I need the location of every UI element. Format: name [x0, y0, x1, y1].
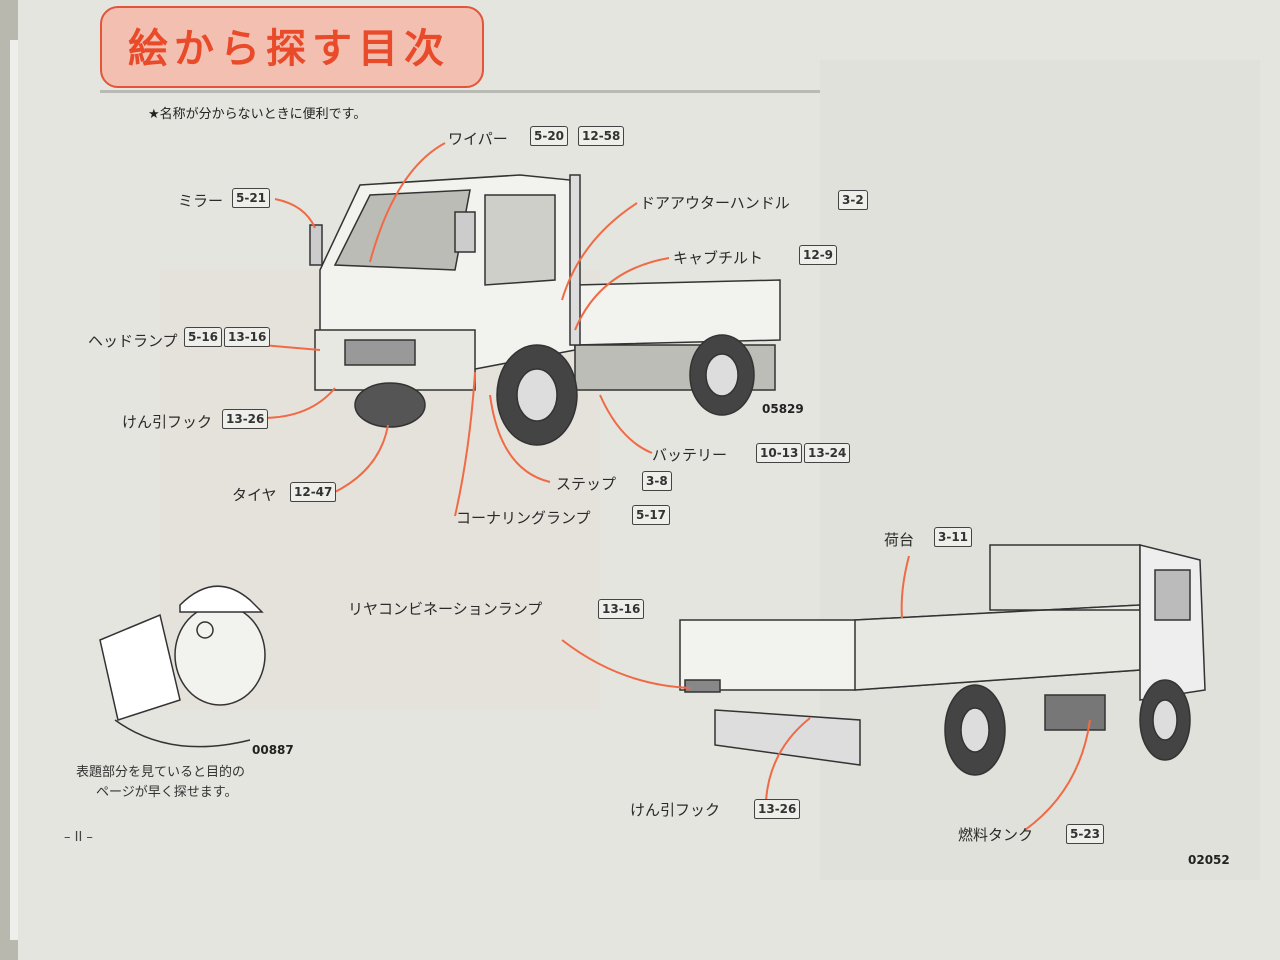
page-ref-badge: 12-47	[290, 482, 337, 502]
page-ref-badge: 3-11	[934, 527, 973, 547]
page-ref-badge: 10-13	[756, 443, 803, 463]
cartoon-caption: 表題部分を見ていると目的の ページが早く探せます。	[76, 763, 245, 803]
page-ref-badge: 3-8	[642, 471, 672, 491]
page-ref-badge: 13-26	[754, 799, 801, 819]
page-number: – II –	[64, 830, 93, 845]
page-ref-badge: 13-16	[598, 599, 645, 619]
caption-line-2: ページが早く探せます。	[96, 785, 238, 800]
label-tow-hook-front: けん引フック	[122, 413, 213, 431]
page-ref-badge: 5-21	[232, 188, 271, 208]
front-truck-drawing	[309, 174, 781, 446]
page-ref-badge: 13-24	[804, 443, 851, 463]
label-tire: タイヤ	[232, 486, 277, 504]
page-ref-badge: 13-16	[224, 327, 271, 347]
page-ref-badge: 5-16	[184, 327, 223, 347]
label-tow-hook-rear: けん引フック	[630, 801, 721, 819]
label-fuel-tank: 燃料タンク	[958, 826, 1034, 844]
leader-lines	[261, 142, 1091, 831]
page-ref-badge: 5-17	[632, 505, 671, 525]
figure-code-cartoon: 00887	[252, 743, 294, 757]
page-ref-badge: 5-23	[1066, 824, 1105, 844]
label-door-outer-handle: ドアアウターハンドル	[640, 194, 790, 212]
title-banner	[100, 6, 484, 88]
page-ref-badge: 5-20	[530, 126, 569, 146]
rear-truck-drawing	[679, 544, 1206, 776]
label-rear-combination-lamp: リヤコンビネーションランプ	[348, 600, 543, 618]
figure-code-rear: 02052	[1188, 853, 1230, 867]
page-title: 絵から探す目次	[128, 26, 450, 72]
label-wiper: ワイパー	[448, 130, 508, 148]
label-cab-tilt: キャブチルト	[673, 249, 764, 267]
page-ref-badge: 13-26	[222, 409, 269, 429]
reader-cartoon	[99, 585, 266, 748]
page-ref-badge: 3-2	[838, 190, 868, 210]
caption-line-1: 表題部分を見ていると目的の	[76, 765, 246, 780]
page-ref-badge: 12-58	[578, 126, 625, 146]
usage-note: ★名称が分からないときに便利です。	[148, 107, 367, 122]
label-headlamp: ヘッドランプ	[88, 332, 178, 350]
show-through-page	[820, 60, 1260, 880]
label-step: ステップ	[556, 475, 617, 493]
figure-code-front: 05829	[762, 402, 804, 416]
label-battery: バッテリー	[652, 446, 728, 464]
label-mirror: ミラー	[178, 192, 224, 210]
title-rule	[100, 90, 820, 93]
label-cargo-bed: 荷台	[884, 531, 915, 549]
page-ref-badge: 12-9	[799, 245, 838, 265]
label-cornering-lamp: コーナリングランプ	[456, 509, 591, 527]
